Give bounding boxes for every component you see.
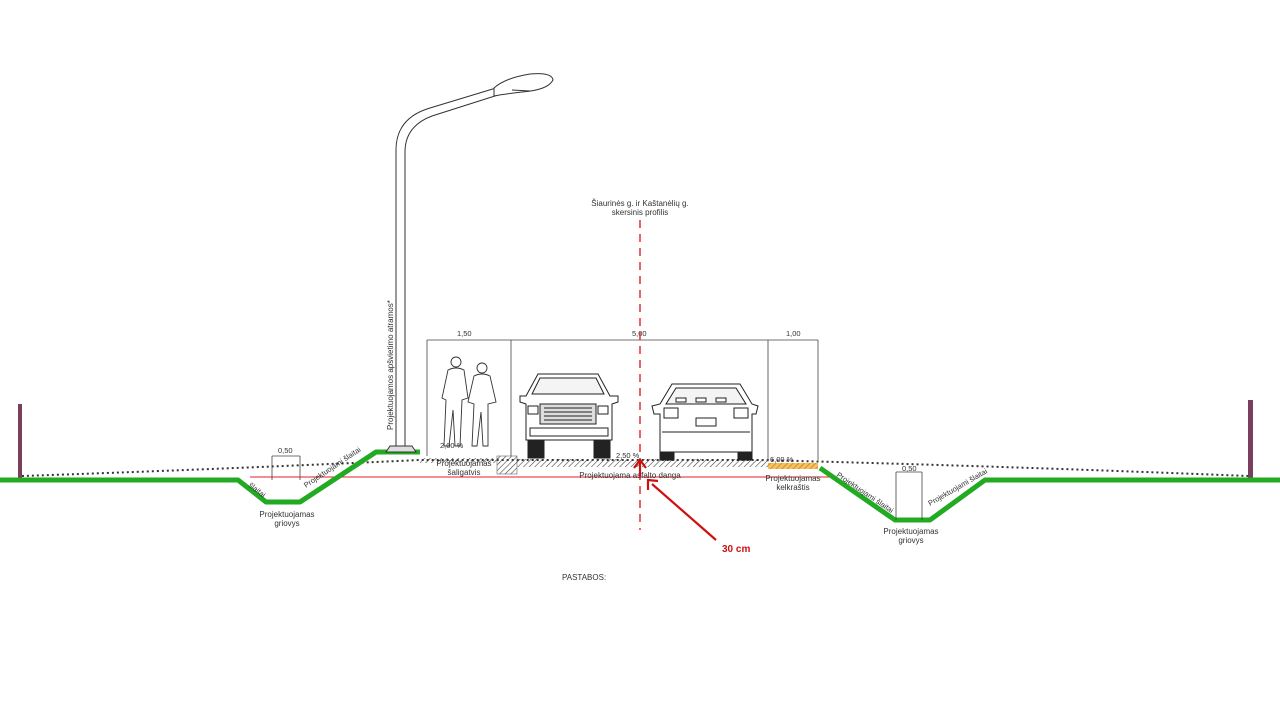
sidewalk-label-1: Projektuojamas (436, 459, 491, 468)
existing-ground-line (21, 459, 1249, 477)
dim-sidewalk: 1,50 (457, 329, 472, 338)
pedestrians-icon (441, 356, 497, 447)
slopes-right-a: Projektuojami šlaitai (835, 470, 896, 515)
slope-road: 2,50 % (616, 451, 640, 460)
curb (496, 455, 518, 475)
ditch-right-label-1: Projektuojamas (883, 527, 938, 536)
dim-ditch-right: 0,50 (902, 464, 917, 473)
shoulder-surface (768, 463, 818, 469)
boundary-post-right (1248, 400, 1253, 478)
projected-grade-line (0, 449, 1280, 523)
street-light (385, 73, 554, 453)
lighting-pole-label: Projektuojamos apšvietimo atramos* (386, 300, 395, 430)
shoulder-label-1: Projektuojamas (765, 474, 820, 483)
title-line2: skersinis profilis (612, 208, 668, 217)
depth-annotation (633, 458, 717, 541)
ditch-right-label-2: griovys (898, 536, 923, 545)
asphalt-label: Projektuojama asfalto danga (579, 471, 681, 480)
ditch-left-label-2: griovys (274, 519, 299, 528)
slope-sidewalk: 2,00 % (440, 441, 464, 450)
shoulder-label-2: kelkraštis (776, 483, 809, 492)
ditch-left-label-1: Projektuojamas (259, 510, 314, 519)
boundary-post-left (18, 404, 22, 478)
car-icon (651, 383, 759, 461)
dim-shoulder: 1,00 (786, 329, 801, 338)
truck-icon (519, 373, 619, 459)
dim-ditch-left: 0,50 (278, 446, 293, 455)
title-line1: Šiaurinės g. ir Kaštanėlių g. (591, 199, 688, 208)
dimension-lines (271, 339, 923, 520)
slope-shoulder: 6,00 % (770, 455, 794, 464)
sidewalk-surface (420, 458, 500, 463)
depth-label: 30 cm (722, 544, 750, 555)
sidewalk-label-2: šaligatvis (448, 468, 481, 477)
notes-label: PASTABOS: (562, 573, 606, 582)
